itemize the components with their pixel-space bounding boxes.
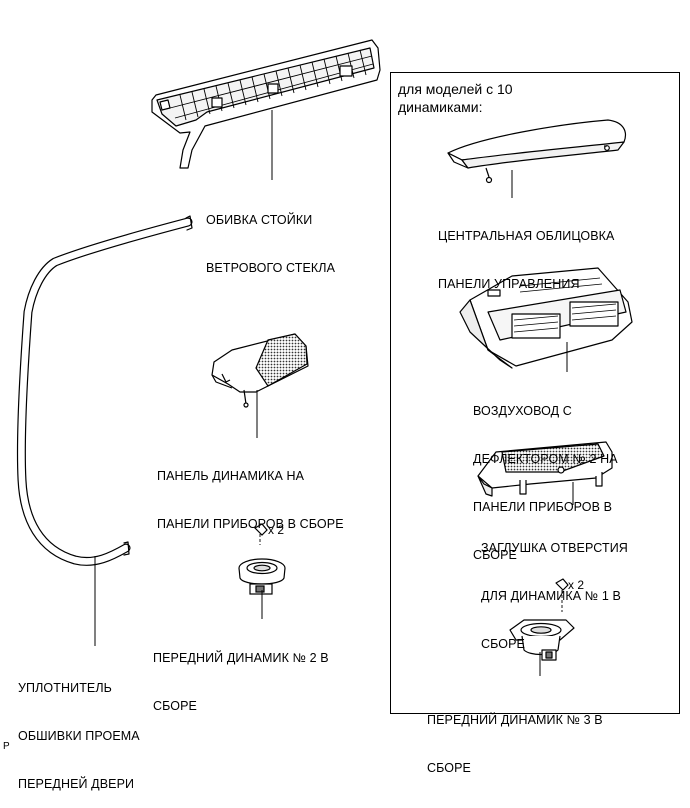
label-line: ДЕФЛЕКТОРОМ № 2 НА [473,452,618,466]
label-front-speaker-2: ПЕРЕДНИЙ ДИНАМИК № 2 В СБОРЕ [153,618,329,730]
label-line: ПАНЕЛЬ ДИНАМИКА НА [157,469,305,483]
label-line: ПЕРЕДНЕЙ ДВЕРИ [18,777,135,791]
label-front-speaker-3: ПЕРЕДНИЙ ДИНАМИК № 3 В СБОРЕ [427,680,603,792]
label-line: ПАНЕЛИ ПРИБОРОВ В [473,500,613,514]
speaker-hole-cover-drawing [477,441,613,497]
label-line: ВОЗДУХОВОД С [473,404,572,418]
label-line: ОБШИВКИ ПРОЕМА [18,729,140,743]
label-line: ПАНЕЛИ ПРИБОРОВ В СБОРЕ [157,517,344,531]
box-header-line1: для моделей с 10 [398,81,513,97]
label-speaker-hole-cover: ЗАГЛУШКА ОТВЕРСТИЯ ДЛЯ ДИНАМИКА № 1 В СБ… [481,508,628,668]
label-door-weatherstrip: УПЛОТНИТЕЛЬ ОБШИВКИ ПРОЕМА ПЕРЕДНЕЙ ДВЕР… [18,648,140,808]
front-speaker-3-drawing [509,578,575,661]
speaker-panel-drawing [211,333,309,408]
label-line: ОБИВКА СТОЙКИ [206,213,313,227]
label-line: ПЕРЕДНИЙ ДИНАМИК № 3 В [427,713,603,727]
front-speaker-2-drawing [238,523,286,595]
label-line: УПЛОТНИТЕЛЬ [18,681,112,695]
screw-left-icon [254,523,268,536]
label-line: ЗАГЛУШКА ОТВЕРСТИЯ [481,541,628,555]
windshield-pillar-garnish-drawing [151,39,381,169]
label-line: ЦЕНТРАЛЬНАЯ ОБЛИЦОВКА [438,229,615,243]
label-line: ПЕРЕДНИЙ ДИНАМИК № 2 В [153,651,329,665]
label-air-duct-register: ВОЗДУХОВОД С ДЕФЛЕКТОРОМ № 2 НА ПАНЕЛИ П… [473,371,618,579]
label-windshield-pillar-garnish: ОБИВКА СТОЙКИ ВЕТРОВОГО СТЕКЛА [206,180,335,292]
label-line: ВЕТРОВОГО СТЕКЛА [206,261,336,275]
label-line: СБОРЕ [481,637,525,651]
ten-speaker-models-box [390,72,680,714]
qty-screw-left: x 2 [268,523,285,537]
label-line: ДЛЯ ДИНАМИКА № 1 В [481,589,621,603]
screw-right-icon [555,578,569,591]
label-line: СБОРЕ [427,761,471,775]
label-speaker-panel: ПАНЕЛЬ ДИНАМИКА НА ПАНЕЛИ ПРИБОРОВ В СБО… [157,436,344,548]
air-duct-register-drawing [459,267,633,369]
label-center-cluster-finish: ЦЕНТРАЛЬНАЯ ОБЛИЦОВКА ПАНЕЛИ УПРАВЛЕНИЯ [438,196,615,308]
door-weatherstrip-drawing [16,215,193,566]
figure-code: P [3,741,10,752]
label-line: СБОРЕ [153,699,197,713]
label-line: ПАНЕЛИ УПРАВЛЕНИЯ [438,277,580,291]
center-cluster-finish-drawing [447,119,627,184]
box-header-line2: динамиками: [398,99,483,115]
parts-diagram [16,39,633,676]
qty-screw-right: x 2 [568,578,585,592]
label-line: СБОРЕ [473,548,517,562]
